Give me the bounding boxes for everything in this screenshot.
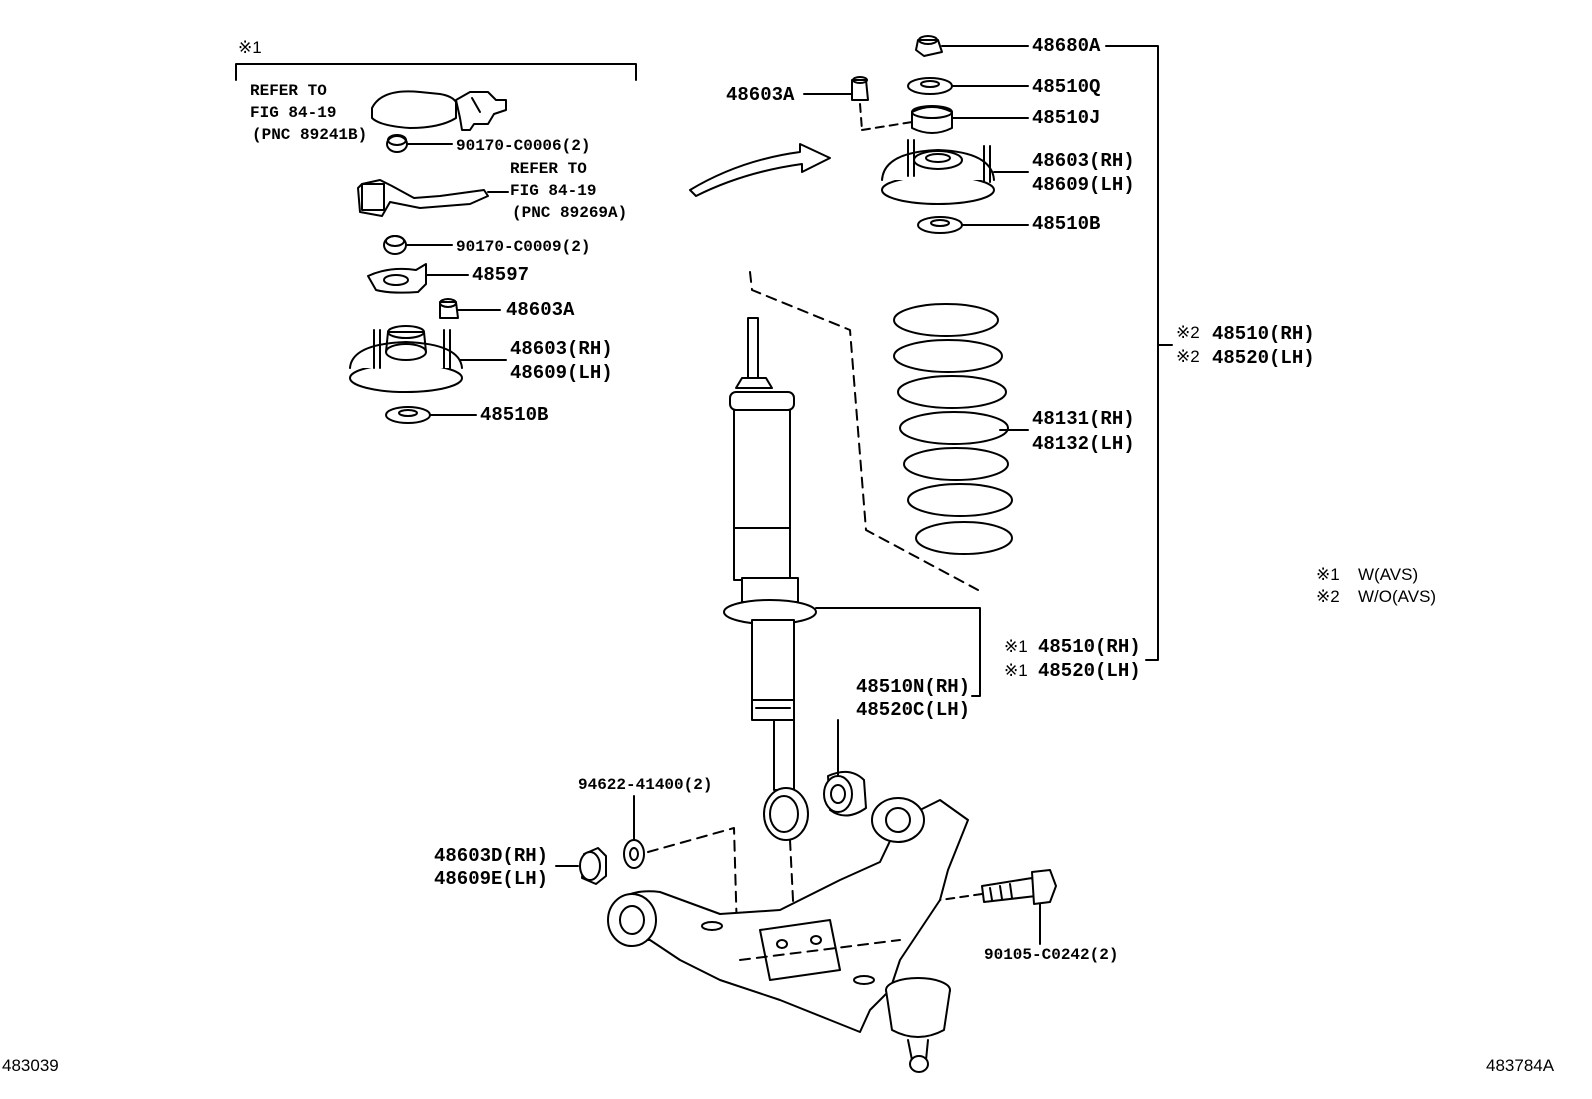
bracket-icon (367, 263, 469, 294)
part-label-48603-rh-group: 48603(RH) (510, 338, 613, 360)
part-label-90170-c0009: 90170-C0009(2) (456, 238, 591, 256)
strut-mount-icon (349, 325, 507, 393)
lower-arm-icon (607, 797, 969, 1033)
note-mark-1: ※1 (1004, 661, 1028, 680)
part-label-48510q: 48510Q (1032, 76, 1101, 98)
part-label-48520-lh-wo-avs: 48520(LH) (1212, 347, 1315, 369)
part-label-48603-rh: 48603(RH) (1032, 150, 1135, 172)
assembly-arrow-icon (689, 143, 831, 197)
refer-label-1-line3: (PNC 89241B) (252, 126, 368, 144)
part-label-90105-c0242: 90105-C0242(2) (984, 946, 1119, 964)
part-label-48603a: 48603A (726, 84, 795, 106)
seat-icon (385, 406, 477, 424)
bump-stopper-icon (911, 105, 1029, 134)
part-label-48609e-lh: 48609E(LH) (434, 868, 549, 890)
legend-text-w-avs: W(AVS) (1358, 565, 1419, 584)
nut-icon (383, 235, 453, 255)
bushing-icon (823, 719, 867, 817)
refer-label-2-line1: REFER TO (510, 160, 587, 178)
part-label-90170-c0006: 90170-C0006(2) (456, 137, 591, 155)
part-label-48609-lh: 48609(LH) (1032, 174, 1135, 196)
ball-joint-icon (885, 977, 951, 1073)
part-label-48510-rh-wo-avs: 48510(RH) (1212, 323, 1315, 345)
nut-icon (439, 298, 501, 319)
note-mark-2: ※2 (1176, 323, 1200, 342)
part-label-48603d-rh: 48603D(RH) (434, 845, 549, 867)
part-label-48603a-group: 48603A (506, 299, 575, 321)
part-label-48597: 48597 (472, 264, 530, 286)
refer-label-2-line3: (PNC 89269A) (512, 204, 628, 222)
part-label-48510b: 48510B (1032, 213, 1101, 235)
shock-absorber-icon (723, 317, 981, 841)
nut-icon (386, 134, 453, 153)
part-label-48510n-rh: 48510N(RH) (856, 676, 971, 698)
bolt-icon (939, 869, 1057, 945)
refer-label-1-line1: REFER TO (250, 82, 327, 100)
washer-icon (907, 77, 1029, 95)
coil-spring-icon (893, 303, 1029, 555)
note-mark-1: ※1 (1004, 637, 1028, 656)
sensor-bracket-icon (357, 179, 509, 217)
part-label-48131-rh: 48131(RH) (1032, 408, 1135, 430)
legend-mark-2: ※2 (1316, 587, 1340, 606)
nut-icon (803, 76, 869, 101)
part-label-48510-rh-w-avs: 48510(RH) (1038, 636, 1141, 658)
part-label-48680a: 48680A (1032, 35, 1101, 57)
strut-mount-icon (881, 139, 1029, 205)
note-mark-2: ※2 (1176, 347, 1200, 366)
figure-code-right: 483784A (1486, 1056, 1555, 1075)
part-label-48510b-group: 48510B (480, 404, 549, 426)
note-mark-1: ※1 (238, 38, 262, 57)
refer-label-2-line2: FIG 84-19 (510, 182, 597, 200)
part-label-48520-lh-w-avs: 48520(LH) (1038, 660, 1141, 682)
avs-actuator-icon (371, 90, 507, 131)
bushing-icon (555, 847, 607, 885)
washer-icon (623, 795, 645, 869)
figure-code-left: 483039 (2, 1056, 59, 1075)
legend-text-wo-avs: W/O(AVS) (1358, 587, 1437, 606)
legend-mark-1: ※1 (1316, 565, 1340, 584)
part-label-48132-lh: 48132(LH) (1032, 433, 1135, 455)
part-label-48520c-lh: 48520C(LH) (856, 699, 971, 721)
seat-icon (917, 216, 1029, 234)
nut-icon (915, 35, 1029, 57)
part-label-48609-lh-group: 48609(LH) (510, 362, 613, 384)
part-label-48510j: 48510J (1032, 107, 1101, 129)
part-label-94622-41400: 94622-41400(2) (578, 776, 713, 794)
refer-label-1-line2: FIG 84-19 (250, 104, 337, 122)
